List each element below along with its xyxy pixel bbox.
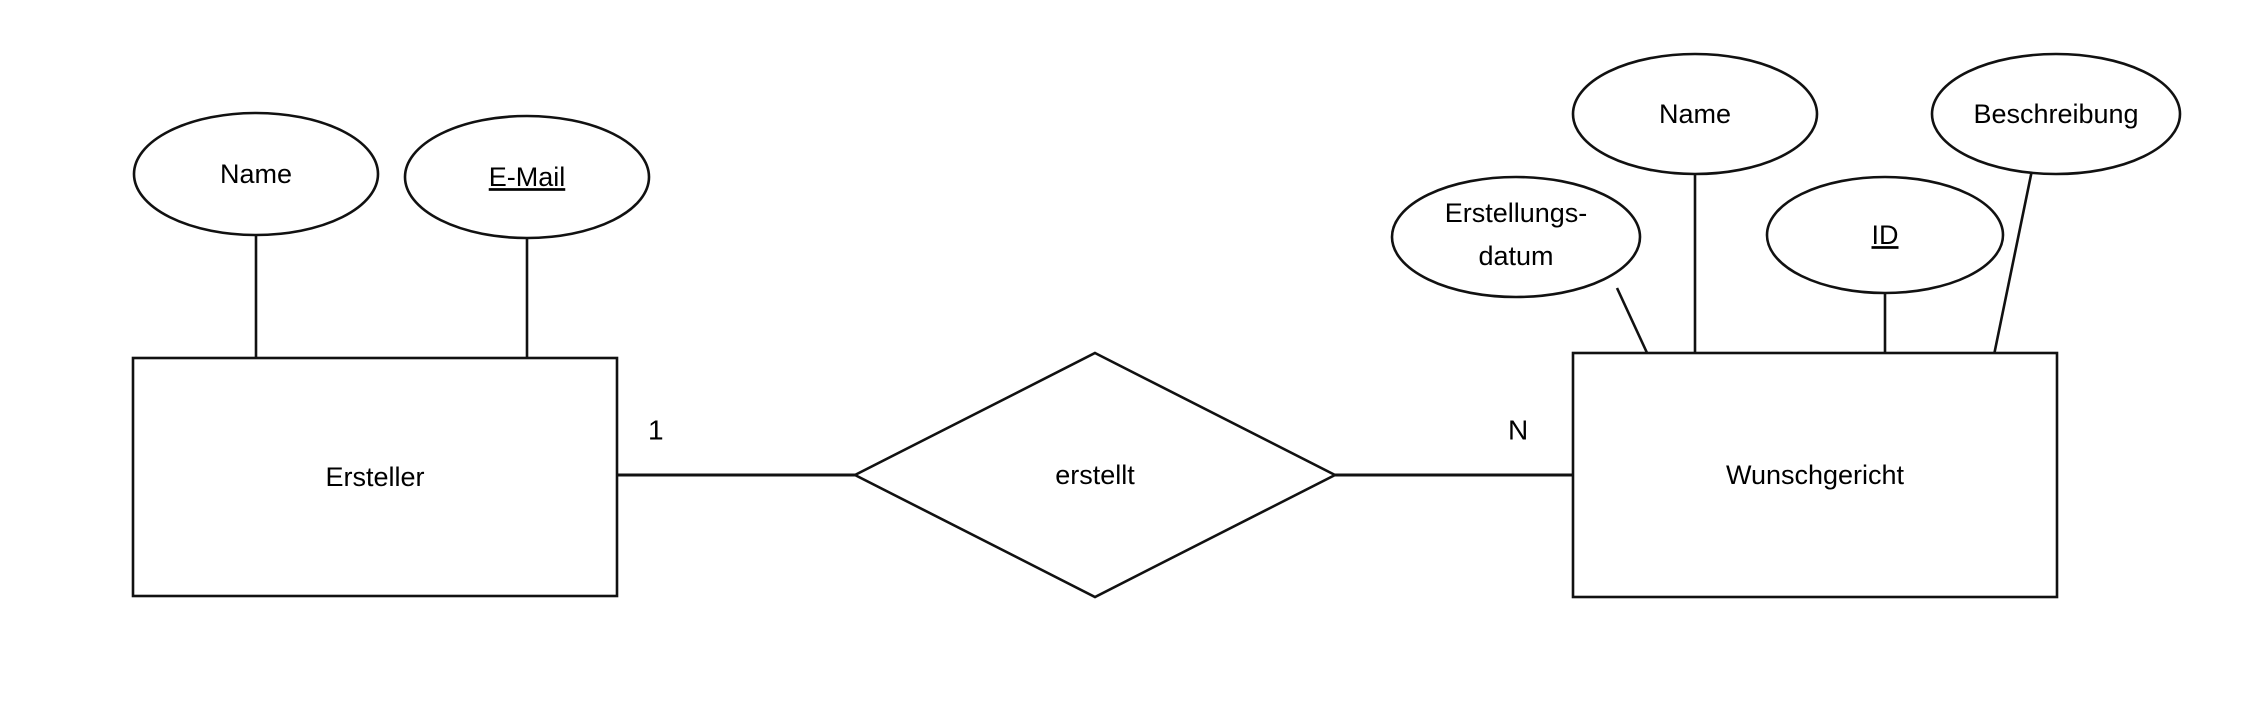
cardinality-right-label: N — [1508, 414, 1528, 445]
attribute-wunschgericht-erstellungsdatum-ellipse[interactable] — [1390, 175, 1642, 299]
attribute-wunschgericht-name-ellipse[interactable] — [1571, 52, 1819, 176]
relationship-erstellt[interactable]: erstellt — [852, 351, 1338, 599]
attribute-ersteller-email-label: E-Mail — [489, 162, 566, 192]
attribute-ersteller-name-label: Name — [220, 159, 292, 189]
entity-wunschgericht-box[interactable] — [1571, 351, 2059, 599]
attribute-wunschgericht-name[interactable]: Name — [1571, 52, 1819, 176]
relationship-erstellt-label: erstellt — [1055, 460, 1135, 490]
attribute-wunschgericht-id[interactable]: ID — [1765, 175, 2005, 295]
attribute-wunschgericht-name-label: Name — [1659, 99, 1731, 129]
entity-ersteller-box[interactable] — [131, 356, 619, 598]
entity-ersteller[interactable]: Ersteller — [131, 356, 619, 598]
attribute-ersteller-name[interactable]: Name — [132, 111, 380, 237]
attribute-wunschgericht-erstellungsdatum[interactable]: Erstellungs- datum — [1390, 175, 1642, 299]
attribute-wunschgericht-id-label: ID — [1872, 220, 1899, 250]
attribute-wunschgericht-beschreibung[interactable]: Beschreibung — [1930, 52, 2182, 176]
attribute-wunschgericht-beschreibung-ellipse[interactable] — [1930, 52, 2182, 176]
relationship-erstellt-diamond[interactable] — [852, 351, 1338, 599]
entity-ersteller-label: Ersteller — [325, 462, 424, 492]
attribute-wunschgericht-beschreibung-label: Beschreibung — [1973, 99, 2138, 129]
attribute-wunschgericht-id-ellipse[interactable] — [1765, 175, 2005, 295]
entity-wunschgericht[interactable]: Wunschgericht — [1571, 351, 2059, 599]
connector-wunschgericht-erstellungsdatum — [1615, 287, 1650, 356]
attribute-ersteller-name-ellipse[interactable] — [132, 111, 380, 237]
entity-wunschgericht-label: Wunschgericht — [1726, 460, 1905, 490]
connector-wunschgericht-beschreibung — [1992, 169, 2034, 356]
attribute-wunschgericht-erstellungsdatum-label-line1: Erstellungs- — [1445, 198, 1588, 228]
attribute-wunschgericht-erstellungsdatum-label-line2: datum — [1478, 241, 1553, 271]
attribute-ersteller-email[interactable]: E-Mail — [403, 114, 651, 240]
attribute-ersteller-email-ellipse[interactable] — [403, 114, 651, 240]
cardinality-left-label: 1 — [648, 414, 664, 445]
